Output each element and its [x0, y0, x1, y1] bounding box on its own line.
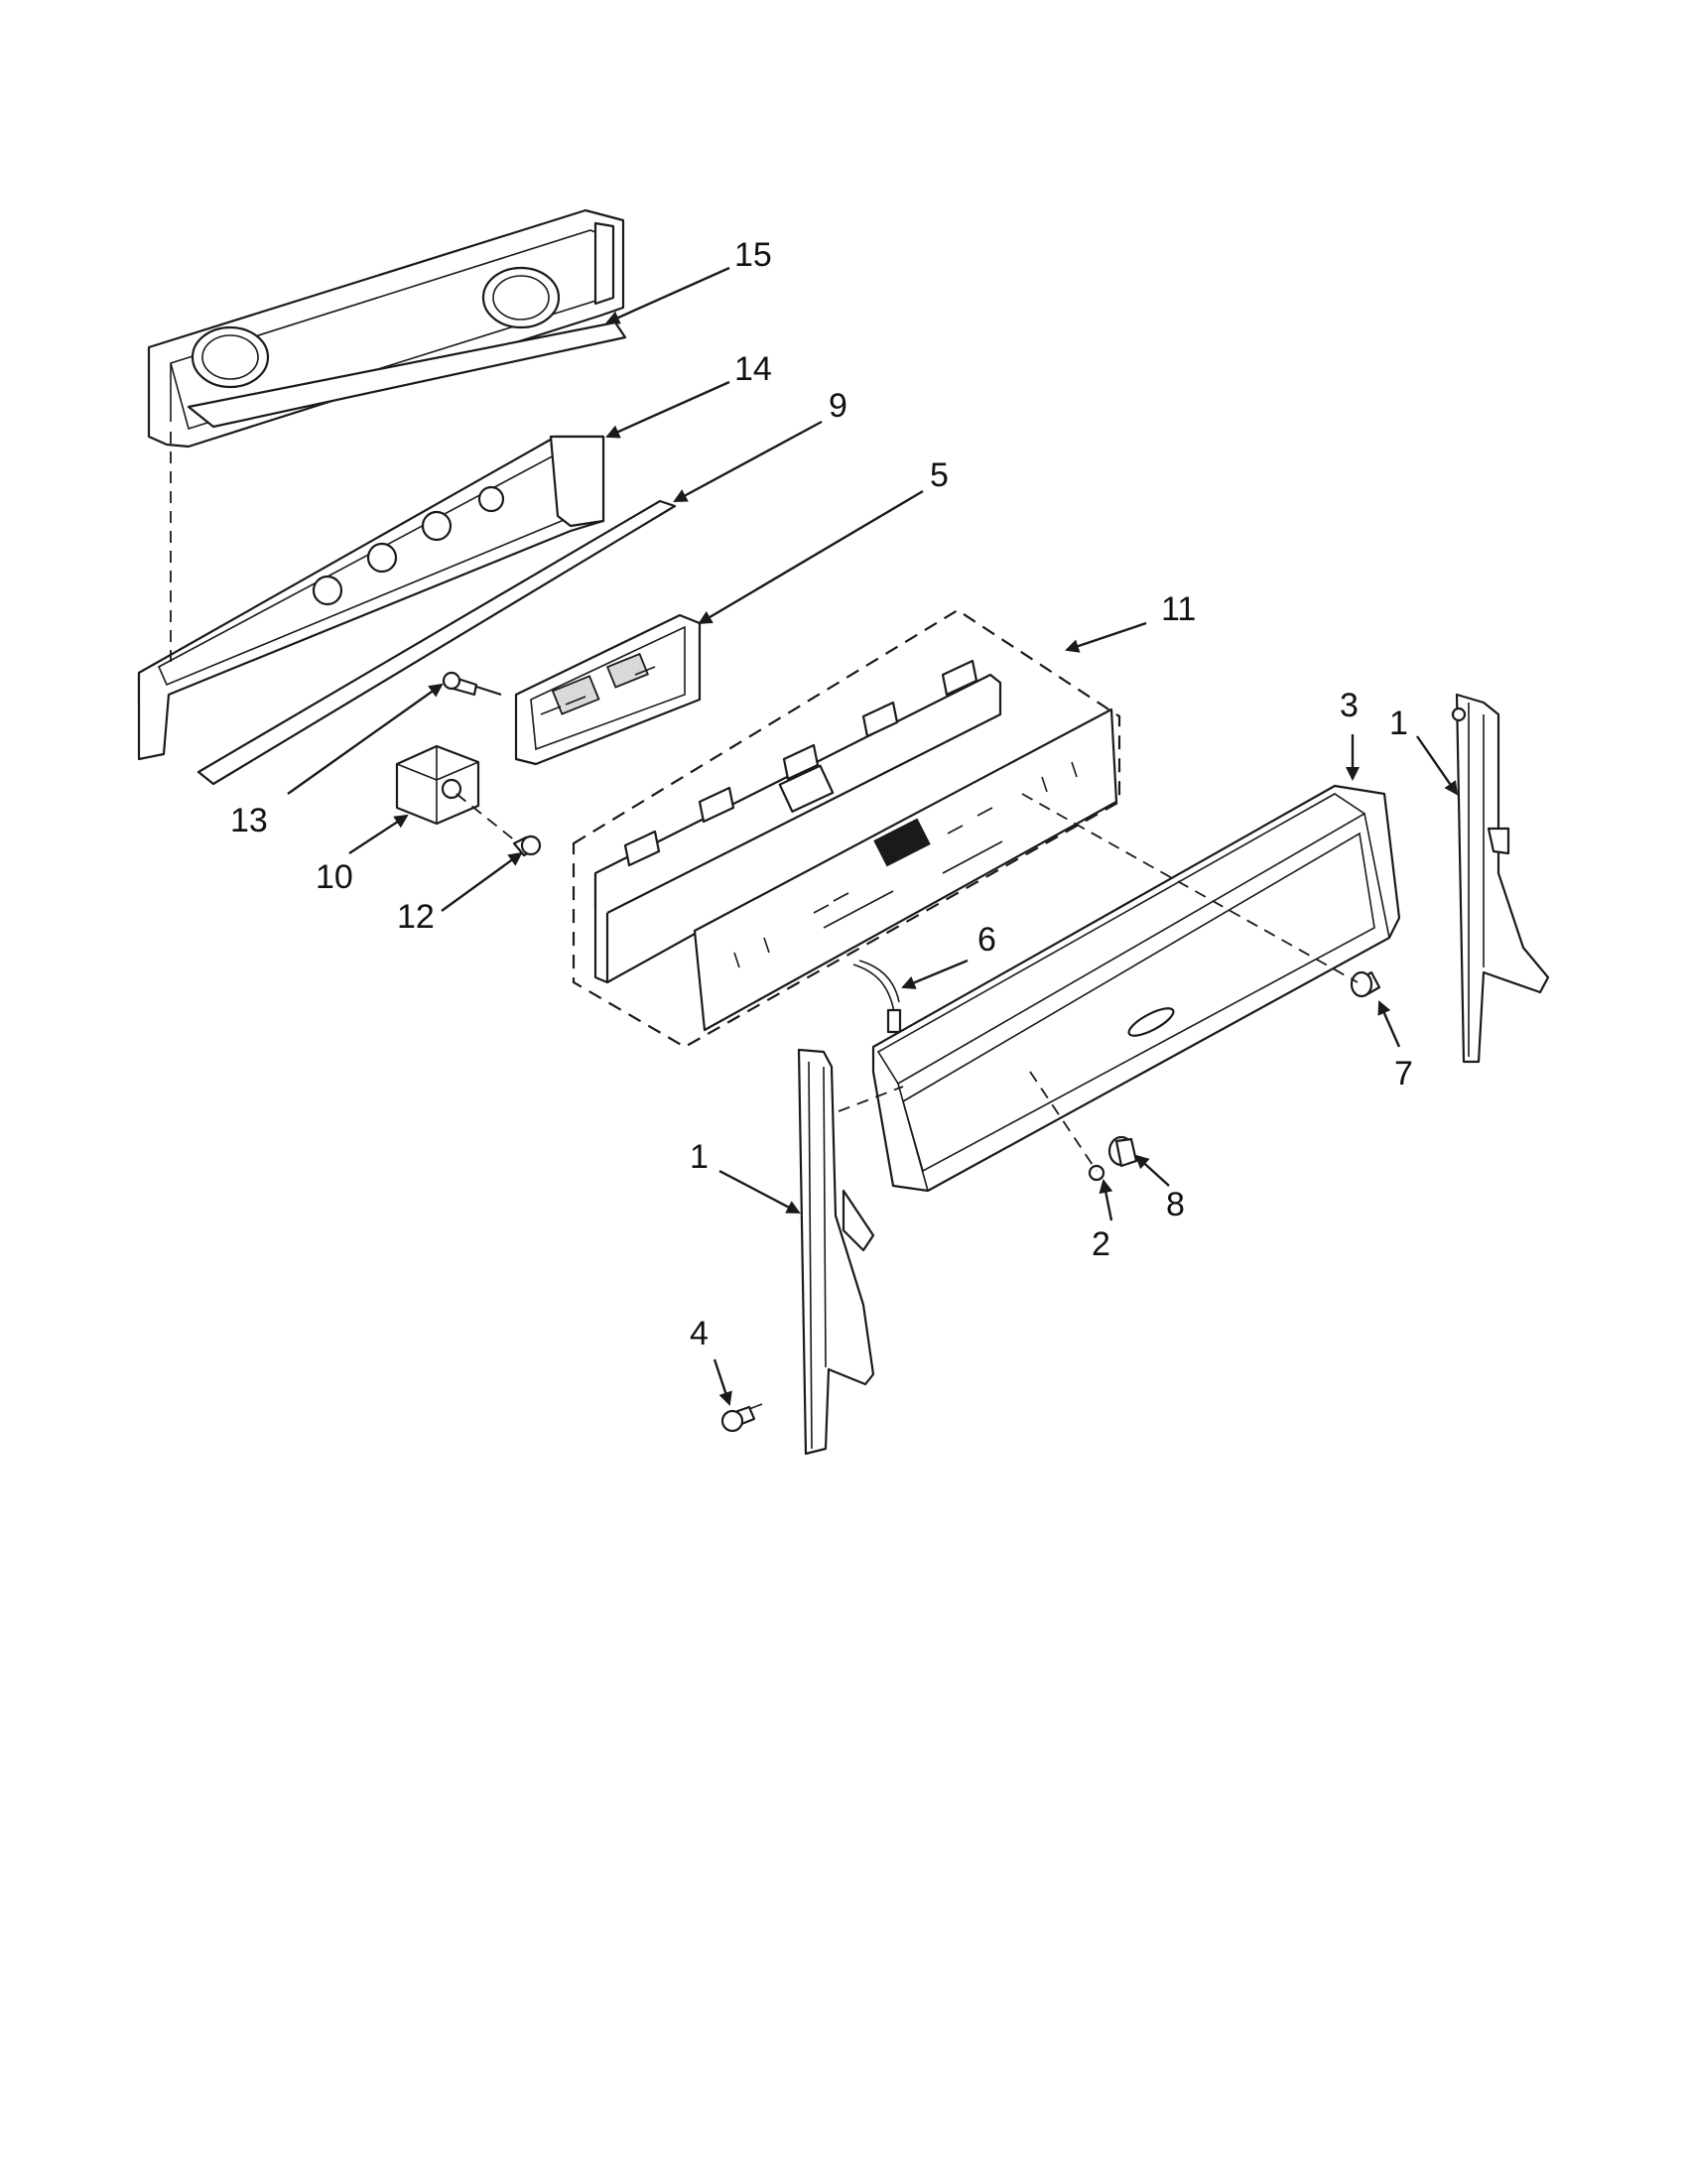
part-15-rear-panel — [147, 208, 627, 449]
part-9-strip — [196, 499, 677, 786]
part-8-knob — [1107, 1135, 1138, 1168]
part-13-screw — [442, 671, 502, 697]
knob-hole-3 — [421, 510, 453, 542]
callout-3: 3 — [1340, 687, 1359, 724]
callout-1-right: 1 — [1389, 705, 1408, 742]
part-1-right-endcap — [1451, 693, 1550, 1064]
alignment-lines — [170, 432, 1359, 1172]
part-4-screw — [720, 1403, 763, 1433]
callout-13: 13 — [230, 802, 268, 839]
part-2-clip — [1088, 1164, 1105, 1182]
vent-hole-right — [481, 266, 561, 329]
callout-10: 10 — [316, 858, 353, 896]
part-3-control-frame — [871, 784, 1401, 1193]
logo-badge — [1127, 1007, 1175, 1037]
callout-9: 9 — [829, 387, 847, 425]
part-10-switch — [395, 744, 480, 826]
callout-15: 15 — [734, 236, 772, 274]
part-12-screw — [512, 835, 542, 857]
knob-hole-4 — [477, 485, 505, 513]
callout-5: 5 — [930, 456, 949, 494]
callout-8: 8 — [1166, 1186, 1185, 1223]
callout-4: 4 — [690, 1315, 709, 1352]
callout-11: 11 — [1161, 590, 1196, 628]
callout-1-left: 1 — [690, 1138, 709, 1176]
part-6-wire-harness — [852, 960, 902, 1034]
part-5-control-board — [514, 613, 702, 766]
callout-6: 6 — [977, 921, 996, 959]
knob-hole-1 — [312, 575, 343, 606]
knob-hole-2 — [366, 542, 398, 574]
vent-hole-left — [191, 325, 270, 389]
part-7-knob — [1350, 970, 1381, 998]
part-1-left-endcap — [797, 1048, 875, 1456]
callout-2: 2 — [1092, 1225, 1110, 1263]
callout-7: 7 — [1394, 1055, 1413, 1092]
part-14-channel — [137, 435, 605, 761]
callout-labels: 15 14 9 5 11 3 1 13 10 12 6 7 1 8 2 4 — [230, 236, 1413, 1352]
display-window — [873, 818, 931, 867]
callout-14: 14 — [734, 350, 772, 388]
part-11-console-assembly — [572, 608, 1121, 1049]
leader-lines — [287, 266, 1459, 1406]
callout-12: 12 — [397, 898, 435, 936]
